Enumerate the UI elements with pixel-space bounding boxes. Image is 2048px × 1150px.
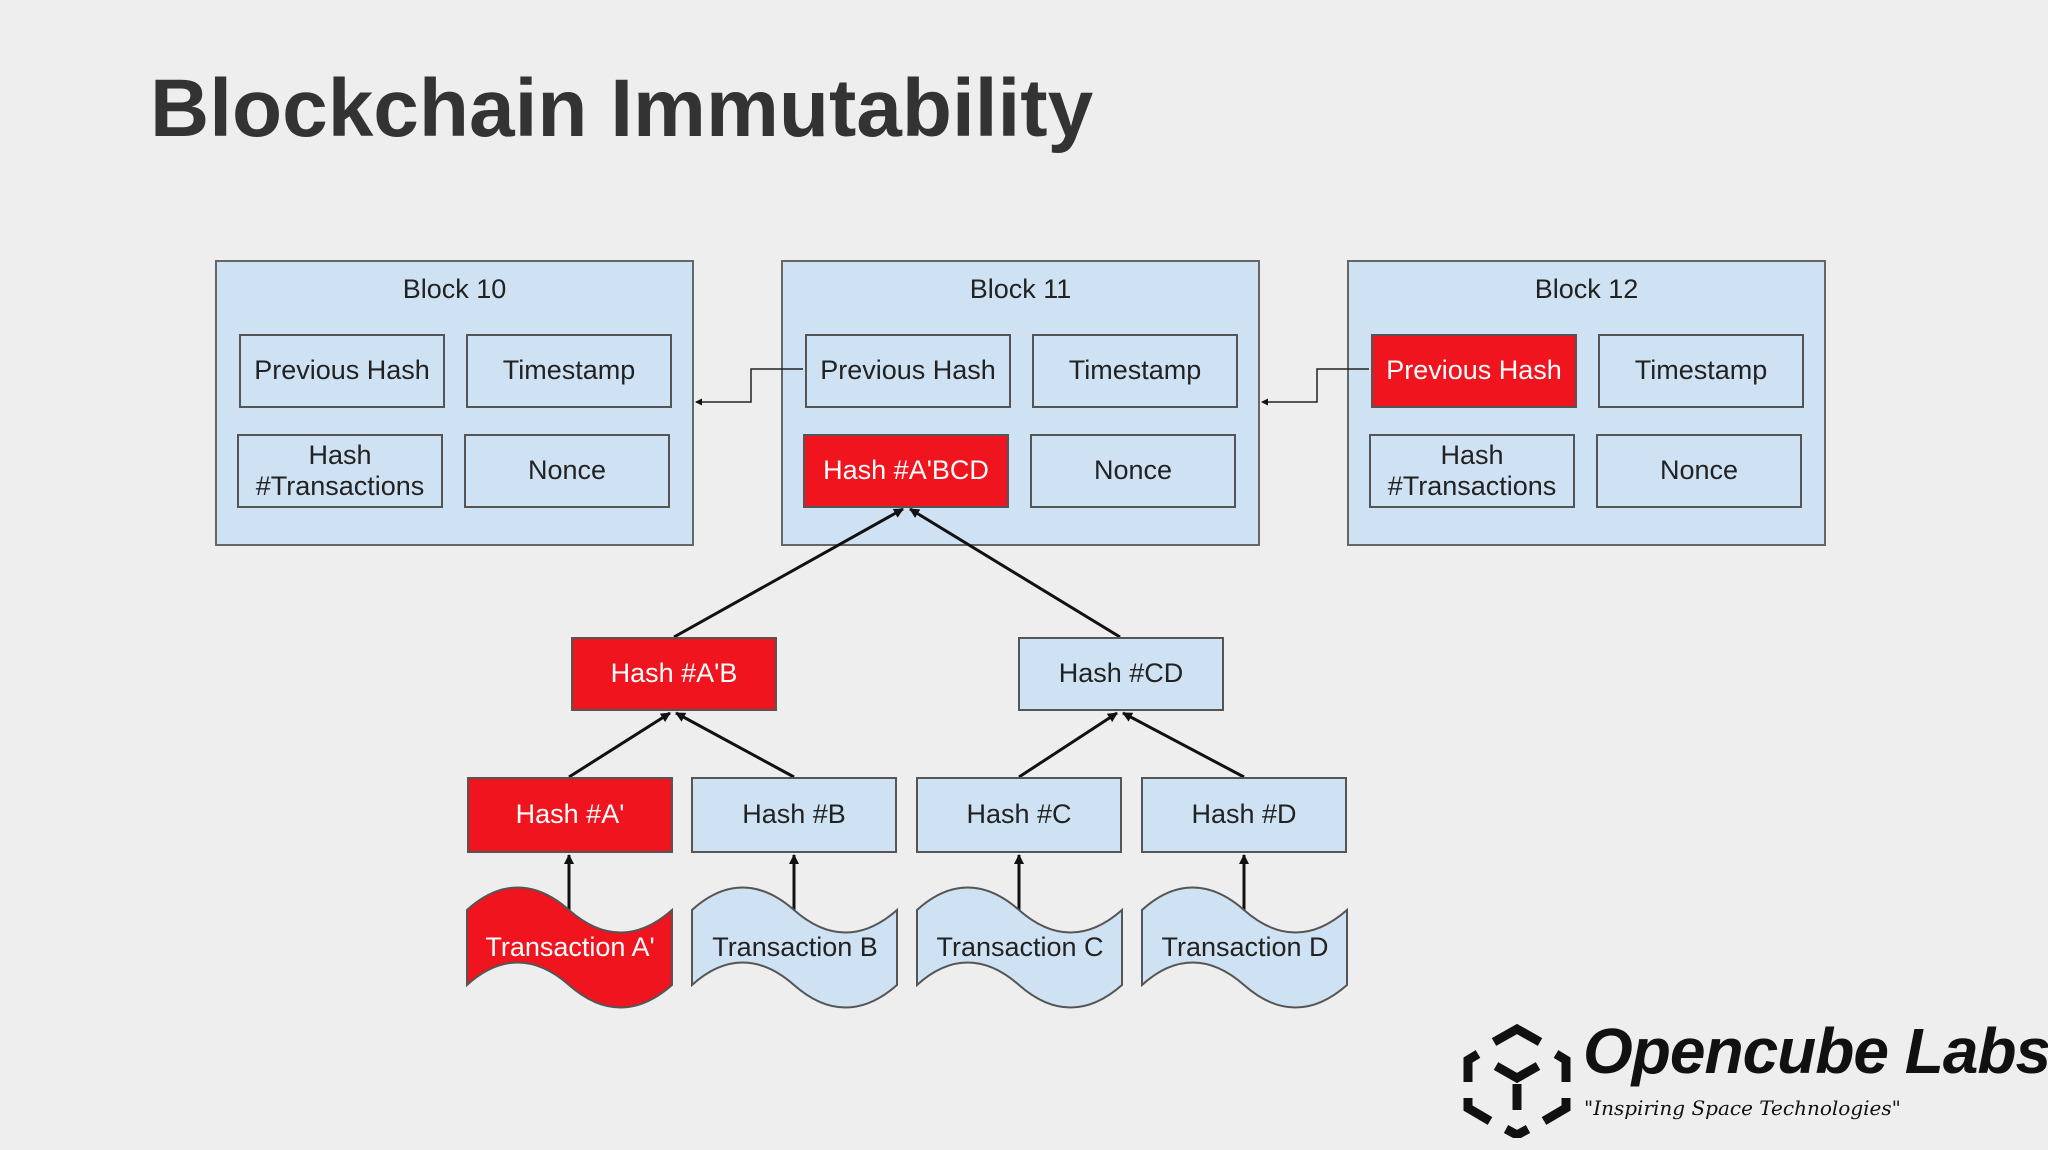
nonce-field: Nonce bbox=[1596, 434, 1802, 508]
hash-cd-node: Hash #CD bbox=[1018, 637, 1224, 711]
transaction-c-label: Transaction C bbox=[936, 932, 1104, 962]
transactions-hash-field: Hash #Transactions bbox=[237, 434, 443, 508]
tampered-transactions-hash-field: Hash #A'BCD bbox=[803, 434, 1009, 508]
hash-ab-node: Hash #A'B bbox=[571, 637, 777, 711]
tree-arrow bbox=[1018, 711, 1118, 779]
block-12: Block 12 Previous Hash Timestamp Hash #T… bbox=[1347, 260, 1826, 546]
transaction-b-shape bbox=[691, 886, 898, 1009]
previous-hash-field: Previous Hash bbox=[239, 334, 445, 408]
block-10: Block 10 Previous Hash Timestamp Hash #T… bbox=[215, 260, 694, 546]
nonce-field: Nonce bbox=[464, 434, 670, 508]
slide-title: Blockchain Immutability bbox=[150, 63, 1094, 154]
transaction-a-label: Transaction A' bbox=[485, 932, 655, 962]
block-title: Block 10 bbox=[402, 274, 507, 304]
nonce-field: Nonce bbox=[1030, 434, 1236, 508]
cube-icon bbox=[1463, 1023, 1571, 1138]
hash-b-node: Hash #B bbox=[691, 777, 897, 853]
transaction-d-label: Transaction D bbox=[1161, 932, 1329, 962]
tree-arrow bbox=[673, 507, 904, 639]
transaction-c-shape bbox=[916, 886, 1123, 1009]
previous-hash-field: Previous Hash bbox=[805, 334, 1011, 408]
block-title: Block 12 bbox=[1534, 274, 1639, 304]
hash-a-node: Hash #A' bbox=[467, 777, 673, 853]
opencube-labs-logo: Opencube Labs "Inspiring Space Technolog… bbox=[1458, 1015, 2048, 1140]
hash-d-node: Hash #D bbox=[1141, 777, 1347, 853]
transaction-a-shape bbox=[466, 886, 673, 1009]
timestamp-field: Timestamp bbox=[1032, 334, 1238, 408]
timestamp-field: Timestamp bbox=[1598, 334, 1804, 408]
tree-arrow bbox=[675, 711, 795, 779]
invalid-previous-hash-field: Previous Hash bbox=[1371, 334, 1577, 408]
logo-tagline: "Inspiring Space Technologies" bbox=[1584, 1096, 1901, 1120]
timestamp-field: Timestamp bbox=[466, 334, 672, 408]
transaction-d-shape bbox=[1141, 886, 1348, 1009]
block-11: Block 11 Previous Hash Timestamp Hash #A… bbox=[781, 260, 1260, 546]
tree-arrow bbox=[909, 507, 1121, 639]
chain-link-arrow bbox=[695, 368, 803, 406]
transactions-hash-field: Hash #Transactions bbox=[1369, 434, 1575, 508]
chain-link-arrow bbox=[1261, 368, 1369, 406]
hash-c-node: Hash #C bbox=[916, 777, 1122, 853]
tree-arrow bbox=[1122, 711, 1245, 779]
transaction-b-label: Transaction B bbox=[712, 932, 878, 962]
tree-arrow bbox=[568, 711, 671, 779]
block-title: Block 11 bbox=[969, 274, 1072, 304]
logo-name: Opencube Labs bbox=[1583, 1015, 2048, 1087]
